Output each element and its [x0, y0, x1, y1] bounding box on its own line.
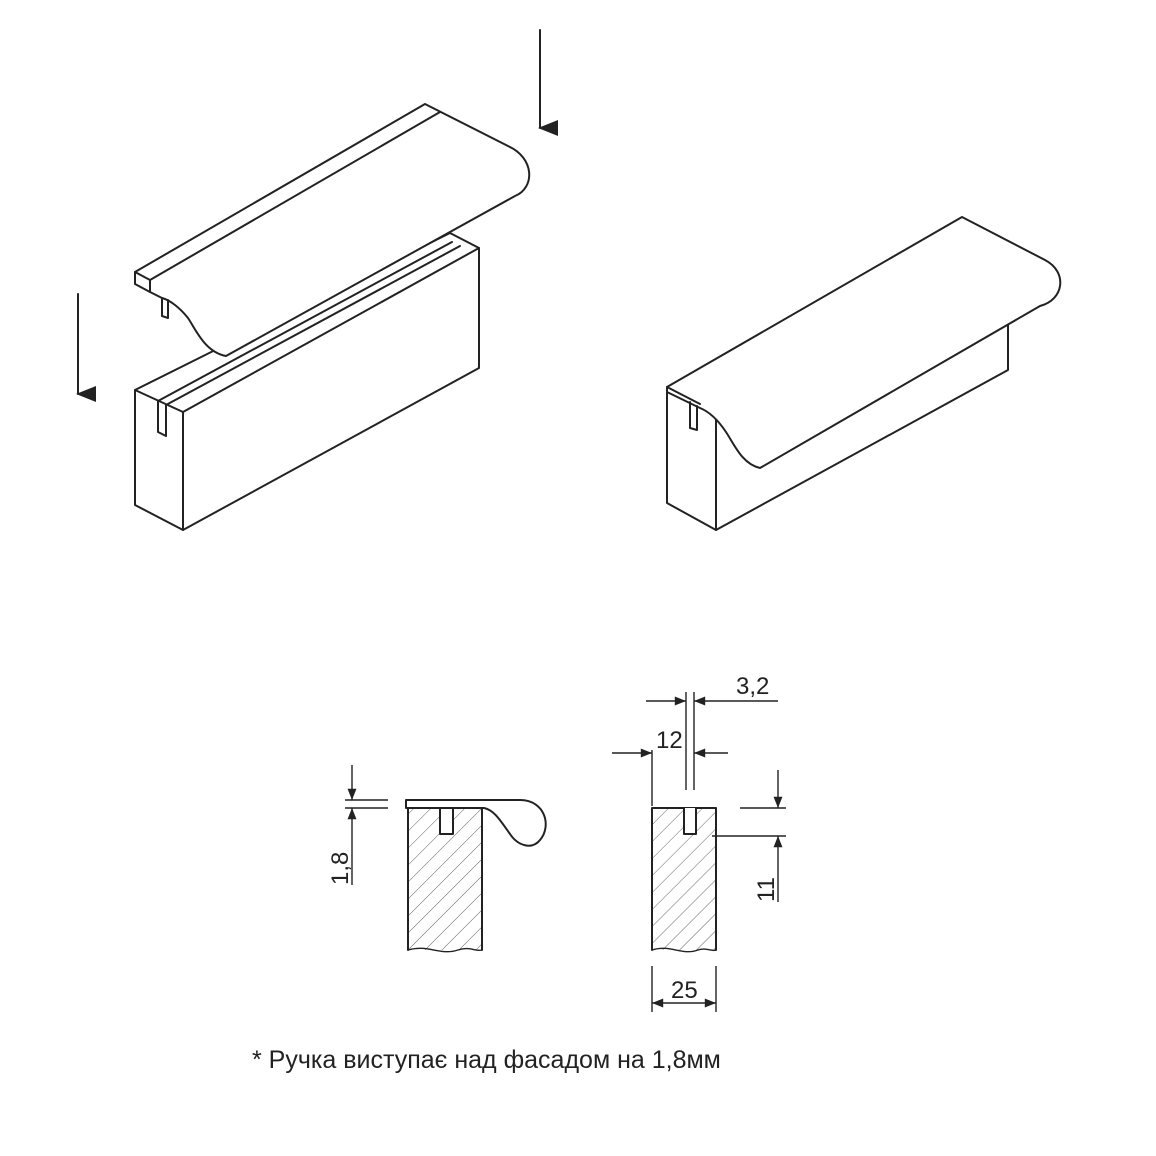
assembled-view [666, 216, 1062, 531]
exploded-view [76, 29, 558, 531]
footnote: * Ручка виступає над фасадом на 1,8мм [252, 1046, 721, 1074]
handle-profile [134, 103, 531, 357]
dim-slot-depth: 11 [753, 877, 780, 902]
section-with-handle: 1,8 [327, 765, 547, 953]
dim-overhang: 1,8 [327, 852, 354, 885]
section-panel: 3,2 12 11 25 [612, 673, 786, 1012]
dim-slot-width: 3,2 [736, 673, 769, 700]
dim-panel-thickness: 25 [671, 977, 698, 1004]
dim-slot-offset: 12 [656, 727, 683, 754]
